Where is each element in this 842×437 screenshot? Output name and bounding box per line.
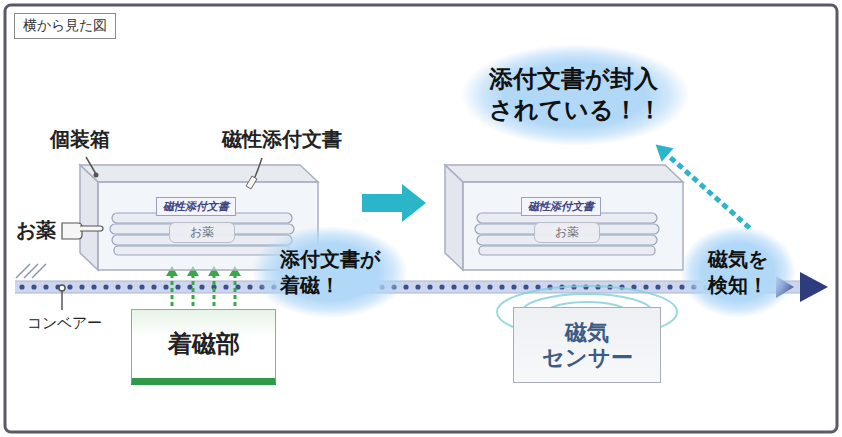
package-box (445, 165, 683, 270)
leaflet-sheet: 磁性添付文書 (156, 197, 236, 216)
node-text: 添付文書が封入 されている！！ (489, 64, 662, 126)
view-label: 横から見た図 (14, 13, 116, 39)
part-label: 磁性添付文書 (222, 126, 342, 153)
node-text: 磁気を 検知！ (708, 246, 768, 298)
medicine-pack: お薬 (534, 222, 600, 243)
magnetise-arrows (166, 266, 241, 306)
hand-pointer (62, 223, 103, 239)
node-text: お薬 (555, 224, 579, 241)
node-text: 添付文書が 着磁！ (280, 246, 380, 298)
node-text: 磁性添付文書 (163, 199, 229, 214)
pen-icon (246, 176, 257, 189)
callout-cloud: 添付文書が封入 されている！！ (461, 44, 690, 146)
leaflet-sheet: 磁性添付文書 (521, 197, 601, 216)
node-text: 横から見た図 (23, 17, 107, 35)
dashed-arrow (656, 144, 750, 228)
node-text: お薬 (190, 224, 214, 241)
callout-cloud: 添付文書が 着磁！ (252, 226, 408, 318)
callout-cloud: 磁気を 検知！ (680, 226, 796, 318)
leader-lines (62, 157, 262, 310)
outer-frame (5, 5, 837, 432)
move-arrow (362, 184, 426, 222)
magnetiser-box: 着磁部 (131, 309, 276, 385)
part-label: お薬 (16, 217, 56, 244)
node-text: 磁性添付文書 (528, 199, 594, 214)
part-label: 個装箱 (50, 126, 110, 153)
node-text: 磁気 センサー (542, 320, 633, 371)
part-label: コンベアー (27, 314, 102, 333)
medicine-pack: お薬 (169, 222, 235, 243)
node-text: 着磁部 (168, 328, 240, 360)
sensor-box: 磁気 センサー (513, 307, 661, 383)
